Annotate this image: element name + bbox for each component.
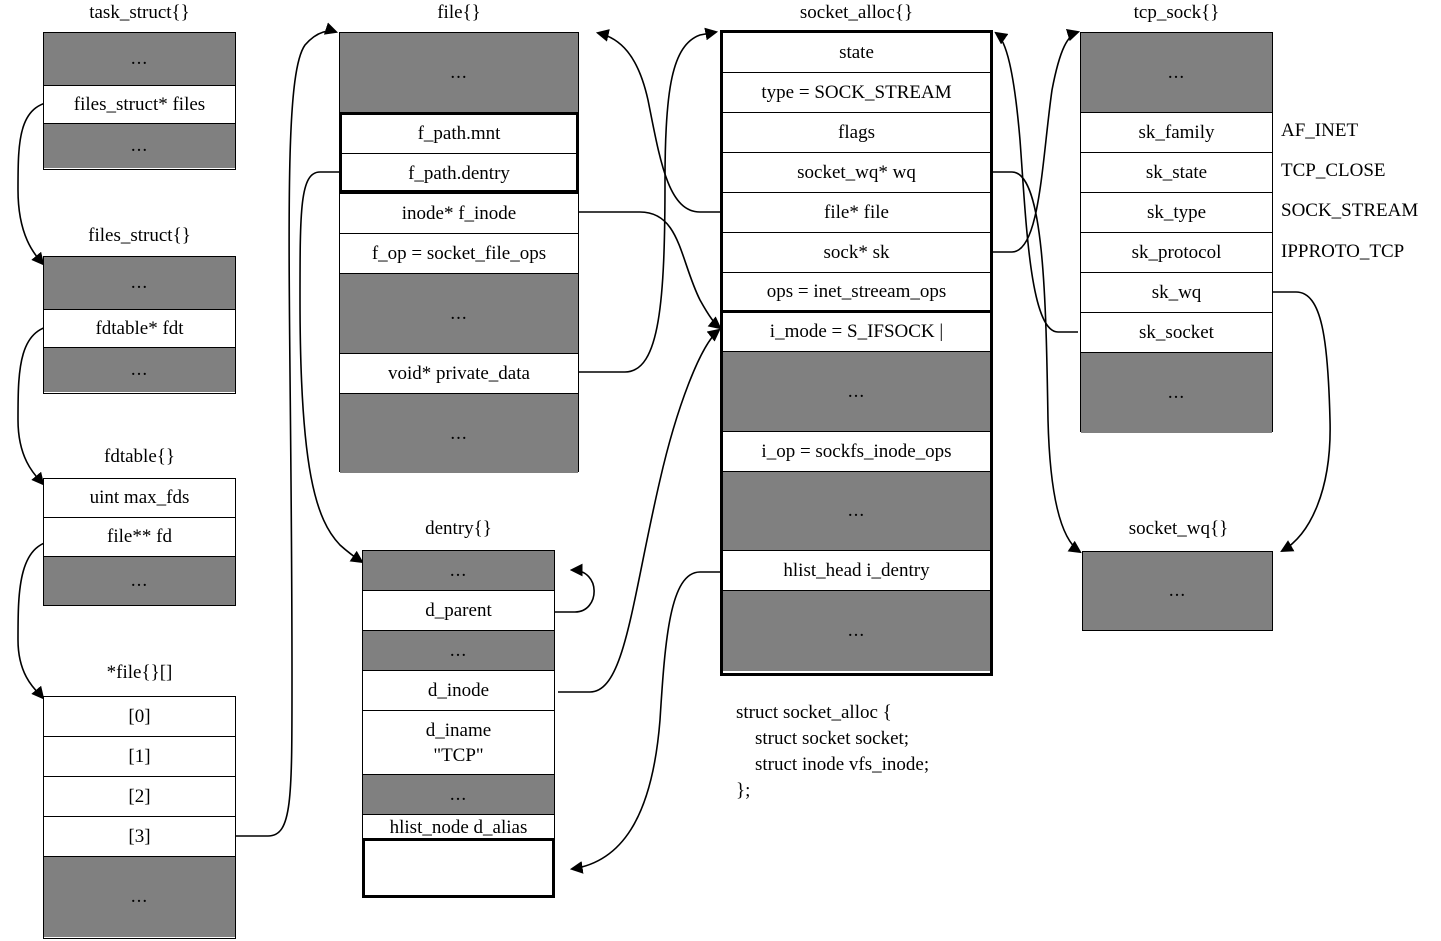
box-file: ... f_path.mnt f_path.dentry inode* f_in… [339,32,579,473]
row-file-fpath-dentry: f_path.dentry [340,154,578,194]
row-tcpsock-ellipsis-top: ... [1081,33,1272,113]
dentry-diname-value: "TCP" [433,744,484,766]
row-dentry-dparent: d_parent [363,591,554,631]
row-sockalloc-flags: flags [723,113,990,153]
row-sockalloc-iop: i_op = sockfs_inode_ops [723,432,990,472]
row-tcpsock-ellipsis-bottom: ... [1081,353,1272,433]
row-sockalloc-ops: ops = inet_streeam_ops [723,273,990,313]
row-sockalloc-state: state [723,33,990,73]
dentry-diname-label: d_iname [425,719,492,741]
row-filearray-0: [0] [44,697,235,737]
wire-sk-tcpsock [993,28,1081,253]
row-task-ellipsis-top: ... [44,33,235,86]
row-dentry-ellipsis-mid: ... [363,631,554,671]
title-socket-wq: socket_wq{} [1128,518,1229,539]
row-fdtable-ellipsis: ... [44,557,235,605]
row-tcpsock-sksocket: sk_socket [1081,313,1272,353]
wire-dinode-imode [558,328,721,693]
row-filearray-ellipsis: ... [44,857,235,937]
row-dentry-diname: d_iname "TCP" [363,711,554,775]
row-sockalloc-identry: hlist_head i_dentry [723,551,990,591]
box-dentry: ... d_parent ... d_inode d_iname "TCP" .… [362,550,555,841]
row-fdtable-fd: file** fd [44,518,235,557]
row-file-ellipsis-bottom: ... [340,394,578,473]
row-file-fpath-mnt: f_path.mnt [340,114,578,154]
row-filesstruct-fdt: fdtable* fdt [44,310,235,348]
note-sk-type: SOCK_STREAM [1281,200,1419,221]
row-socketwq-ellipsis: ... [1083,552,1272,630]
row-filearray-1: [1] [44,737,235,777]
row-sockalloc-wq: socket_wq* wq [723,153,990,193]
box-task-struct: ... files_struct* files ... [43,32,236,170]
title-files-struct: files_struct{} [88,225,191,246]
wire-fd3-file [236,22,339,837]
row-tcpsock-sktype: sk_type [1081,193,1272,233]
row-sockalloc-imode: i_mode = S_IFSOCK | [723,313,990,352]
row-filearray-2: [2] [44,777,235,817]
wire-sockfile-file [595,29,721,213]
row-sockalloc-ellipsis-2: ... [723,472,990,551]
socket-alloc-code-note: struct socket_alloc { struct socket sock… [736,702,930,801]
title-file-array: *file{}[] [106,662,173,683]
row-tcpsock-skstate: sk_state [1081,153,1272,193]
row-task-ellipsis-bottom: ... [44,124,235,168]
row-sockalloc-type: type = SOCK_STREAM [723,73,990,113]
row-tcpsock-skprotocol: sk_protocol [1081,233,1272,273]
row-dentry-ellipsis-top: ... [363,551,554,591]
box-socket-wq: ... [1082,551,1273,631]
title-socket-alloc: socket_alloc{} [799,2,914,23]
box-socket-alloc: state type = SOCK_STREAM flags socket_wq… [720,30,993,676]
row-tcpsock-skwq: sk_wq [1081,273,1272,313]
group-frame-dalias [362,838,555,898]
wire-wq-socketwq [993,171,1082,554]
row-tcpsock-skfamily: sk_family [1081,113,1272,153]
wire-skwq-socketwq [1273,291,1331,553]
row-filesstruct-ellipsis-bottom: ... [44,348,235,392]
row-dentry-ellipsis-bottom: ... [363,775,554,815]
row-sockalloc-ellipsis-1: ... [723,352,990,432]
box-file-array: [0] [1] [2] [3] ... [43,696,236,939]
wire-privdata-sockalloc [578,27,719,373]
wire-finode-imode [578,211,722,330]
title-task-struct: task_struct{} [89,2,190,23]
row-sockalloc-file: file* file [723,193,990,233]
box-files-struct: ... fdtable* fdt ... [43,256,236,394]
row-filesstruct-ellipsis-top: ... [44,257,235,310]
title-fdtable: fdtable{} [104,446,175,467]
note-sk-protocol: IPPROTO_TCP [1281,241,1405,262]
row-file-ellipsis-top: ... [340,33,578,114]
row-dentry-dalias: hlist_node d_alias [363,815,554,841]
title-file: file{} [437,2,481,23]
note-sk-state: TCP_CLOSE [1281,160,1386,181]
title-dentry: dentry{} [425,518,492,539]
row-sockalloc-sk: sock* sk [723,233,990,273]
row-filearray-3: [3] [44,817,235,857]
row-file-ellipsis-mid: ... [340,274,578,354]
box-tcp-sock: ... sk_family sk_state sk_type sk_protoc… [1080,32,1273,433]
row-task-files: files_struct* files [44,86,235,124]
row-sockalloc-ellipsis-3: ... [723,591,990,671]
row-file-privatedata: void* private_data [340,354,578,394]
wire-identry-dalias [569,571,721,874]
note-sk-family: AF_INET [1281,120,1359,141]
row-fdtable-maxfds: uint max_fds [44,479,235,518]
row-dentry-dinode: d_inode [363,671,554,711]
row-file-finode: inode* f_inode [340,194,578,234]
row-file-fop: f_op = socket_file_ops [340,234,578,274]
wire-sksocket-sockalloc [994,31,1078,333]
title-tcp-sock: tcp_sock{} [1133,2,1220,23]
box-fdtable: uint max_fds file** fd ... [43,478,236,606]
